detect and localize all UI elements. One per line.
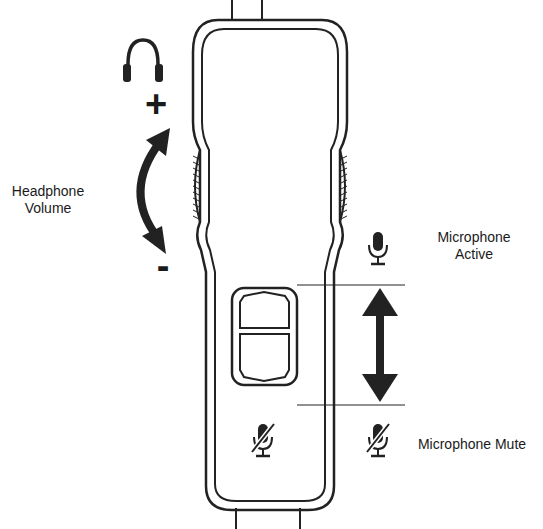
mic-stem (262, 449, 264, 455)
slider-arrow (362, 288, 398, 402)
knurl-stroke (341, 210, 347, 213)
mic-holder (369, 245, 387, 257)
mute-slash (252, 424, 274, 452)
mic-stem (377, 257, 379, 263)
knurl-stroke (341, 168, 347, 171)
mic-base (256, 455, 270, 458)
knurl-stroke (193, 204, 199, 207)
knurl-stroke (341, 192, 347, 195)
mic-active-icon (369, 232, 387, 264)
mic-stem (377, 449, 379, 455)
volume-sign: + (136, 85, 176, 123)
mic-base (371, 263, 385, 266)
housing-inner (202, 29, 338, 501)
mic-mute-icon (367, 424, 389, 456)
knurl-stroke (341, 174, 347, 177)
callout-label: Microphone Active (419, 229, 529, 263)
knurl-stroke (193, 168, 199, 171)
mute-slider (232, 288, 297, 385)
knurl-stroke (193, 198, 199, 201)
knurl-stroke (193, 186, 199, 189)
slider-knob-top (240, 292, 289, 328)
knurl-stroke (341, 180, 347, 183)
knurl-stroke (193, 192, 199, 195)
knurl-stroke (193, 180, 199, 183)
knurl-stroke (193, 162, 199, 165)
knurl-stroke (341, 216, 347, 219)
knurl-stroke (341, 156, 347, 159)
callout-label: Microphone Mute (417, 436, 527, 453)
mic-mute-icon-body (252, 424, 274, 456)
volume-arrow (140, 128, 170, 254)
slider-knob-bottom (240, 334, 289, 381)
mute-slash (367, 424, 389, 452)
knurl-stroke (341, 162, 347, 165)
wheel-knurling (193, 156, 347, 219)
knurl-stroke (341, 186, 347, 189)
headphone-icon (123, 40, 163, 82)
slider-range-lines (297, 285, 405, 405)
knurl-stroke (193, 210, 199, 213)
knurl-stroke (341, 204, 347, 207)
volume-sign: - (143, 247, 183, 285)
knurl-stroke (193, 174, 199, 177)
top-cable (232, 0, 262, 20)
knurl-stroke (193, 156, 199, 159)
knurl-stroke (193, 216, 199, 219)
mic-capsule (373, 232, 383, 251)
mic-base (371, 455, 385, 458)
mute-gap (367, 424, 389, 452)
housing-outer (193, 20, 347, 510)
mute-gap (252, 424, 274, 452)
callout-label: Headphone Volume (3, 183, 93, 217)
knurl-stroke (341, 198, 347, 201)
